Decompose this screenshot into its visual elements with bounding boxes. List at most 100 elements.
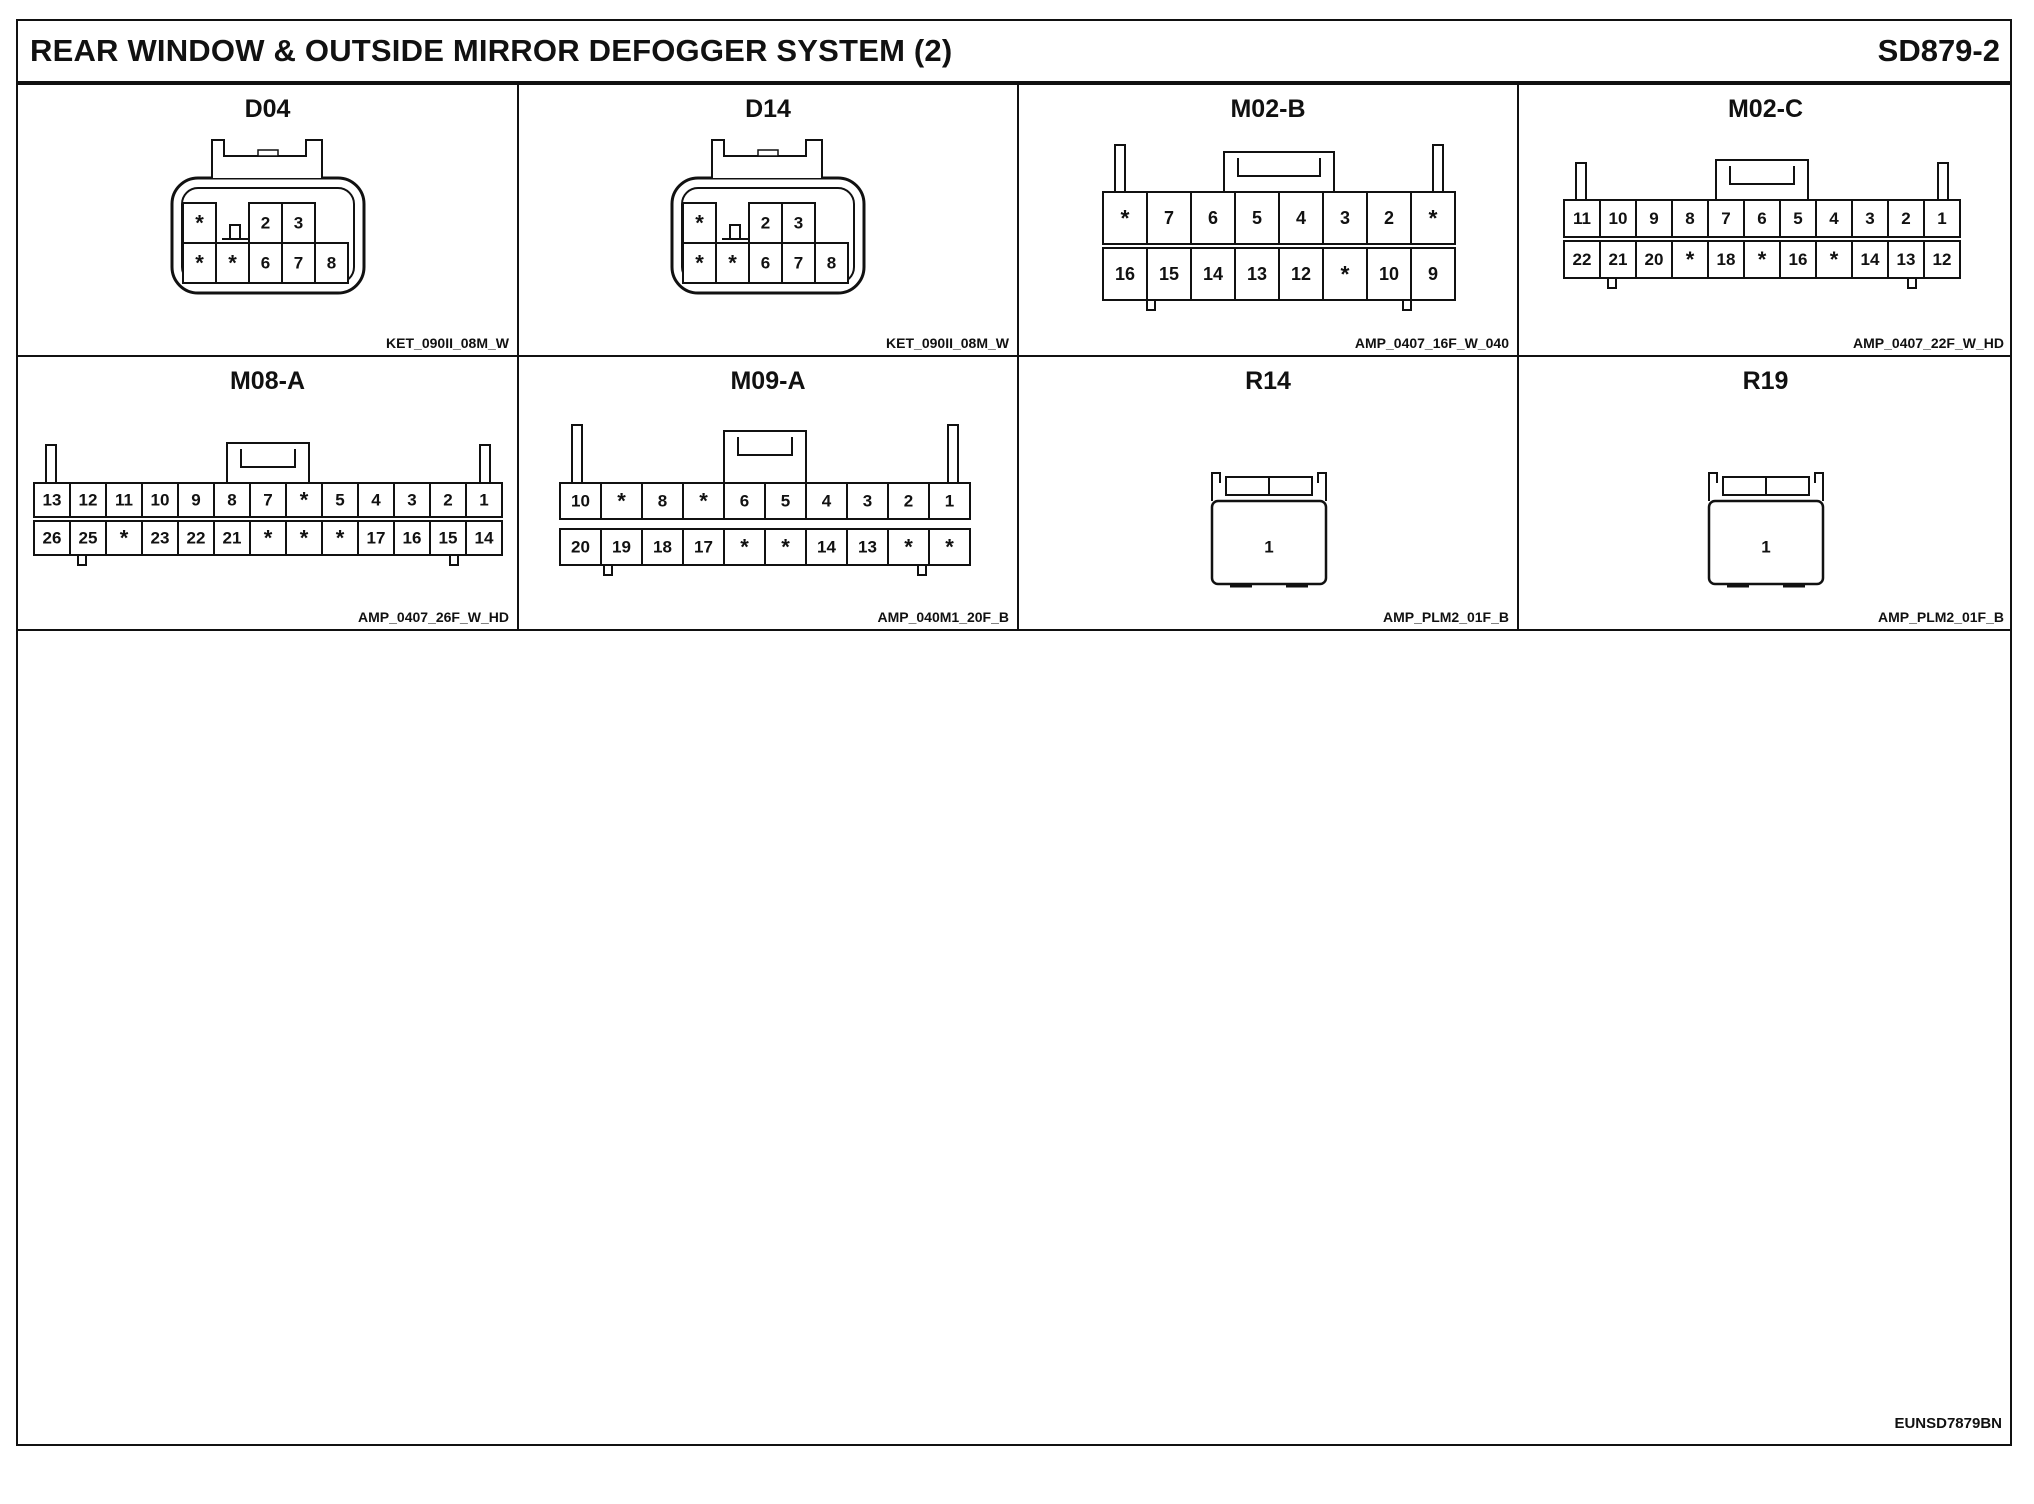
pin-number: 10 (571, 492, 590, 511)
pin-number: * (264, 526, 273, 551)
pin-number: 22 (1573, 250, 1592, 269)
pin-number: 8 (327, 254, 336, 273)
pin-cavity (465, 520, 503, 556)
pin-number: 11 (1573, 209, 1591, 228)
connector-part-code: AMP_0407_22F_W_HD (1853, 335, 2004, 351)
connector-diagram: 1 (1707, 472, 1825, 588)
pin-cavity (1851, 240, 1889, 279)
pin-number: * (904, 535, 913, 560)
connector-part-code: KET_090II_08M_W (886, 335, 1009, 351)
pin-number: * (695, 251, 704, 276)
pin-number: 22 (187, 529, 206, 548)
connector-latch (1715, 159, 1809, 201)
pin-number: * (1830, 247, 1839, 272)
connector-post (1575, 162, 1587, 201)
pin-cavity (723, 528, 766, 566)
pin-cavity (928, 528, 971, 566)
pin-number: 15 (1159, 264, 1179, 284)
pin-number: 2 (443, 491, 452, 510)
pin-cavity (600, 482, 643, 520)
pin-number: 7 (1721, 209, 1730, 228)
pin-cavity (465, 482, 503, 518)
pin-number: 8 (1685, 209, 1694, 228)
pin-cavity (1779, 199, 1817, 238)
pin-number: 26 (43, 529, 62, 548)
connector-part-code: AMP_0407_16F_W_040 (1354, 335, 1509, 351)
connector-part-code: AMP_PLM2_01F_B (1877, 609, 2004, 625)
connector-part-code: AMP_0407_26F_W_HD (358, 609, 509, 625)
pin-number: 8 (227, 491, 236, 510)
pin-number: 18 (653, 538, 672, 557)
connector-lock-arm (1708, 472, 1824, 501)
connector-post (571, 424, 583, 484)
pin-number: 5 (781, 492, 790, 511)
pin-number: * (695, 211, 704, 236)
pin-cavity (682, 482, 725, 520)
pin-number: * (728, 251, 737, 276)
pin-cavity (1563, 199, 1601, 238)
connector-latch (723, 430, 807, 484)
pin-cavity (846, 482, 889, 520)
pin-number: 5 (1793, 209, 1802, 228)
pin-number: * (781, 535, 790, 560)
pin-number: 1 (945, 492, 954, 511)
pin-cavity (1234, 247, 1280, 301)
pin-number: 2 (261, 214, 270, 233)
pin-number: 7 (294, 254, 303, 273)
pin-cavity (1410, 247, 1456, 301)
wiring-diagram-sheet: REAR WINDOW & OUTSIDE MIRROR DEFOGGER SY… (16, 19, 2012, 1446)
pin-number: 6 (740, 492, 749, 511)
pin-number: * (1121, 205, 1130, 231)
pin-number: 17 (367, 529, 386, 548)
connector-foot (1907, 277, 1917, 289)
pin-cavity (215, 242, 250, 284)
connector-latch (211, 139, 323, 178)
pin-number: 1 (1937, 209, 1946, 228)
pin-number: * (1429, 205, 1438, 231)
pin-cavity (182, 242, 217, 284)
latch-tab (737, 437, 793, 456)
pin-cavity (1410, 191, 1456, 245)
pin-cavity (600, 528, 643, 566)
connector-foot (77, 554, 87, 566)
connector-cell-r14: R14 1 AMP_PLM2_01F_B (1019, 357, 1517, 629)
pin-cavity (281, 202, 316, 244)
pin-number: 12 (79, 491, 98, 510)
document-code: EUNSD7879BN (1894, 1415, 2002, 1432)
pin-number: 4 (1296, 208, 1306, 228)
pin-number: 16 (403, 529, 422, 548)
pin-cavity (1887, 240, 1925, 279)
pin-cavity (1278, 191, 1324, 245)
pin-number: 3 (1865, 209, 1874, 228)
connector-id: R19 (1742, 367, 1789, 395)
pin-cavity (314, 242, 349, 284)
latch-tab (257, 149, 279, 157)
pin-number: * (300, 488, 309, 513)
pin-cavity (805, 482, 848, 520)
connector-post (1937, 162, 1949, 201)
pin-cavity (559, 482, 602, 520)
pin-number: 5 (335, 491, 344, 510)
connector-id: D04 (244, 95, 291, 123)
pin-cavity (1779, 240, 1817, 279)
pin-cavity (321, 482, 359, 518)
connector-latch (1223, 151, 1335, 193)
pin-cavity (1815, 240, 1853, 279)
latch-tab (757, 149, 779, 157)
connector-housing (1707, 499, 1825, 586)
grid-divider (1517, 85, 1519, 629)
pin-cavity (1707, 240, 1745, 279)
connector-id: M08-A (229, 367, 305, 395)
pin-cavity (249, 482, 287, 518)
pin-number: 10 (1609, 209, 1628, 228)
pin-number: * (740, 535, 749, 560)
pin-number: 16 (1115, 264, 1135, 284)
pin-cavity (1743, 199, 1781, 238)
